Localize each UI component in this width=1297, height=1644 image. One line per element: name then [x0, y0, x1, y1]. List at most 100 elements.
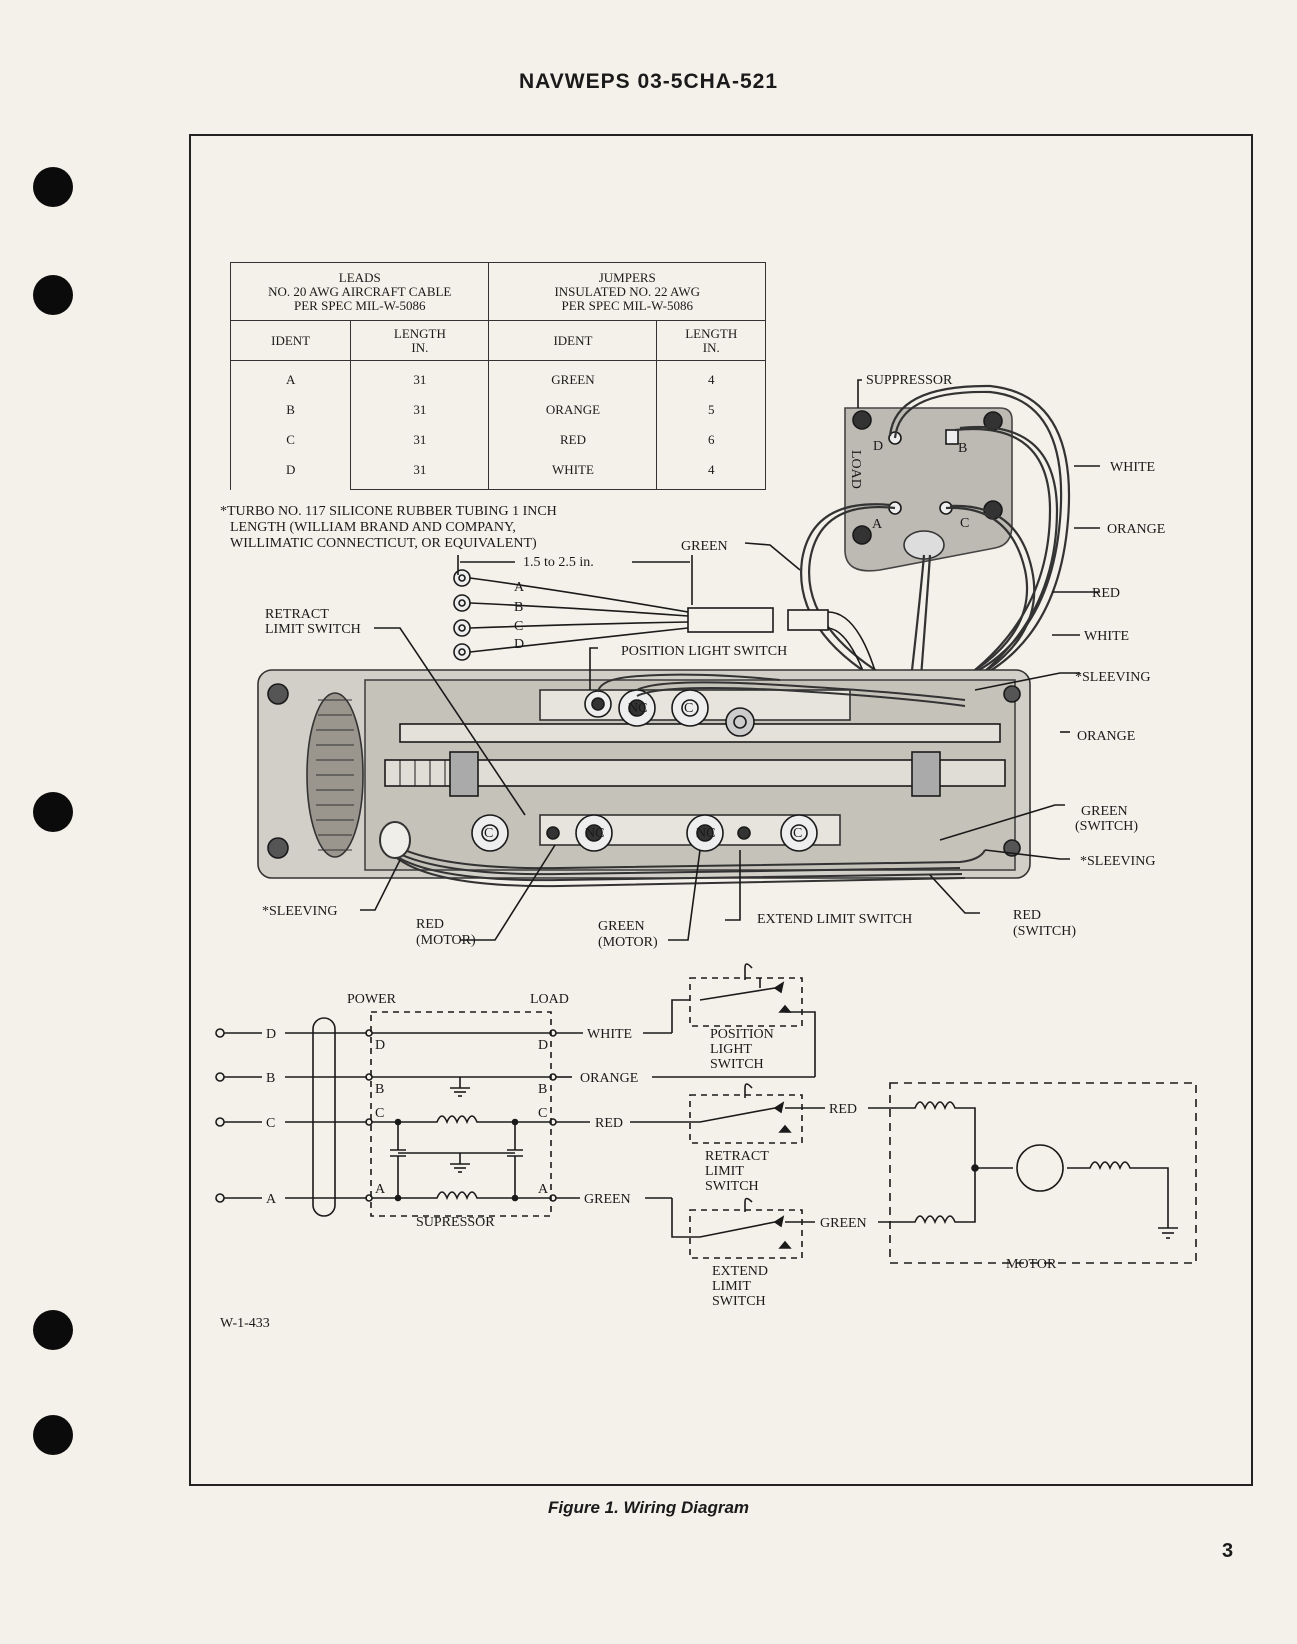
jumper-wires: [800, 384, 1071, 693]
svg-text:NC: NC: [585, 826, 604, 841]
svg-text:A: A: [266, 1192, 277, 1207]
svg-text:RED: RED: [416, 917, 444, 932]
wire-harness: [379, 673, 986, 888]
svg-text:ORANGE: ORANGE: [1107, 522, 1165, 537]
svg-text:(SWITCH): (SWITCH): [1075, 819, 1138, 834]
drawing-code: W-1-433: [220, 1316, 270, 1331]
document-number: NAVWEPS 03-5CHA-521: [518, 70, 778, 93]
svg-text:SWITCH: SWITCH: [710, 1057, 764, 1072]
suppressor-pin-labels: D B A C LOAD: [848, 439, 969, 532]
svg-text:*SLEEVING: *SLEEVING: [1075, 670, 1150, 685]
figure-caption: Figure 1. Wiring Diagram: [547, 1498, 750, 1517]
binder-hole: [33, 1415, 73, 1455]
svg-text:B: B: [375, 1082, 384, 1097]
svg-text:RETRACT: RETRACT: [265, 607, 329, 622]
svg-text:A: A: [872, 517, 883, 532]
svg-text:WILLIMATIC CONNECTICUT, OR EQU: WILLIMATIC CONNECTICUT, OR EQUIVALENT): [230, 536, 537, 551]
svg-text:SWITCH: SWITCH: [712, 1294, 766, 1309]
svg-text:LIMIT SWITCH: LIMIT SWITCH: [265, 622, 361, 637]
position-light-switch-label: POSITION LIGHT SWITCH: [621, 644, 787, 659]
binder-hole: [33, 792, 73, 832]
svg-text:RED: RED: [595, 1116, 623, 1131]
terminal-tags: C C C NC NC NC: [484, 701, 802, 841]
lead-letter-labels: A B C D: [514, 580, 525, 652]
binder-hole: [33, 275, 73, 315]
svg-text:D: D: [873, 439, 883, 454]
svg-text:(SWITCH): (SWITCH): [1013, 924, 1076, 939]
col-header-ident: IDENT: [229, 320, 352, 361]
svg-text:A: A: [375, 1182, 386, 1197]
svg-text:C: C: [484, 826, 493, 841]
svg-text:C: C: [514, 619, 523, 634]
callout-labels: SUPPRESSOR WHITE ORANGE GREEN RED WHITE …: [262, 373, 1165, 950]
svg-text:B: B: [538, 1082, 547, 1097]
svg-text:ORANGE: ORANGE: [1077, 729, 1135, 744]
leads-header: LEADS NO. 20 AWG AIRCRAFT CABLE PER SPEC…: [229, 262, 490, 321]
binder-hole: [33, 1310, 73, 1350]
svg-text:C: C: [684, 701, 693, 716]
svg-text:*TURBO NO. 117 SILICONE RUBBER: *TURBO NO. 117 SILICONE RUBBER TUBING 1 …: [220, 504, 557, 519]
svg-text:NC: NC: [628, 701, 647, 716]
svg-text:GREEN: GREEN: [1081, 804, 1128, 819]
svg-text:C: C: [375, 1106, 384, 1121]
svg-text:*SLEEVING: *SLEEVING: [1080, 854, 1155, 869]
svg-text:WHITE: WHITE: [587, 1027, 632, 1042]
svg-text:RED: RED: [829, 1102, 857, 1117]
figure-frame: [189, 134, 1253, 1486]
svg-text:LOAD: LOAD: [530, 992, 569, 1007]
svg-text:ORANGE: ORANGE: [580, 1071, 638, 1086]
callout-lines: [360, 379, 1100, 941]
svg-text:C: C: [960, 516, 969, 531]
svg-text:D: D: [266, 1027, 276, 1042]
svg-text:*SLEEVING: *SLEEVING: [262, 904, 337, 919]
svg-text:NC: NC: [696, 826, 715, 841]
svg-text:POSITION: POSITION: [710, 1027, 774, 1042]
svg-text:D: D: [514, 637, 524, 652]
svg-text:RED: RED: [1092, 586, 1120, 601]
extend-limit-switch-label: EXTEND LIMIT SWITCH: [757, 912, 912, 927]
tubing-note: *TURBO NO. 117 SILICONE RUBBER TUBING 1 …: [220, 504, 557, 551]
svg-text:C: C: [266, 1116, 275, 1131]
wire-table: LEADS NO. 20 AWG AIRCRAFT CABLE PER SPEC…: [229, 262, 766, 490]
svg-text:POWER: POWER: [347, 992, 397, 1007]
svg-text:GREEN: GREEN: [584, 1192, 631, 1207]
svg-text:GREEN: GREEN: [598, 919, 645, 934]
svg-text:RED: RED: [1013, 908, 1041, 923]
svg-text:D: D: [375, 1038, 385, 1053]
svg-text:GREEN: GREEN: [820, 1216, 867, 1231]
svg-text:A: A: [538, 1182, 549, 1197]
schematic: [215, 963, 1197, 1264]
svg-text:LIMIT: LIMIT: [705, 1164, 744, 1179]
load-label: LOAD: [848, 450, 863, 489]
svg-text:C: C: [793, 826, 802, 841]
svg-text:B: B: [266, 1071, 275, 1086]
page-number: 3: [1222, 1540, 1234, 1562]
svg-text:LIGHT: LIGHT: [710, 1042, 752, 1057]
svg-text:B: B: [514, 600, 523, 615]
svg-text:WHITE: WHITE: [1110, 460, 1155, 475]
svg-text:B: B: [958, 441, 967, 456]
schematic-labels: POWER LOAD D B C A D B C A D B C A WHITE…: [220, 992, 1057, 1331]
suppressor-label: SUPPRESSOR: [866, 373, 953, 388]
svg-text:GREEN: GREEN: [681, 539, 728, 554]
svg-text:(MOTOR): (MOTOR): [416, 933, 476, 948]
dimension-line: [457, 555, 693, 605]
binder-hole: [33, 167, 73, 207]
svg-text:RETRACT: RETRACT: [705, 1149, 769, 1164]
suppressor-unit: [844, 407, 1013, 572]
svg-text:WHITE: WHITE: [1084, 629, 1129, 644]
svg-text:(MOTOR): (MOTOR): [598, 935, 658, 950]
svg-text:C: C: [538, 1106, 547, 1121]
jumpers-header: JUMPERS INSULATED NO. 22 AWG PER SPEC MI…: [488, 262, 766, 321]
lead-terminals: [453, 569, 881, 691]
col-header-ident: IDENT: [488, 320, 658, 361]
svg-text:LENGTH (WILLIAM BRAND AND COMP: LENGTH (WILLIAM BRAND AND COMPANY,: [230, 520, 516, 535]
svg-text:SUPRESSOR: SUPRESSOR: [416, 1215, 495, 1230]
